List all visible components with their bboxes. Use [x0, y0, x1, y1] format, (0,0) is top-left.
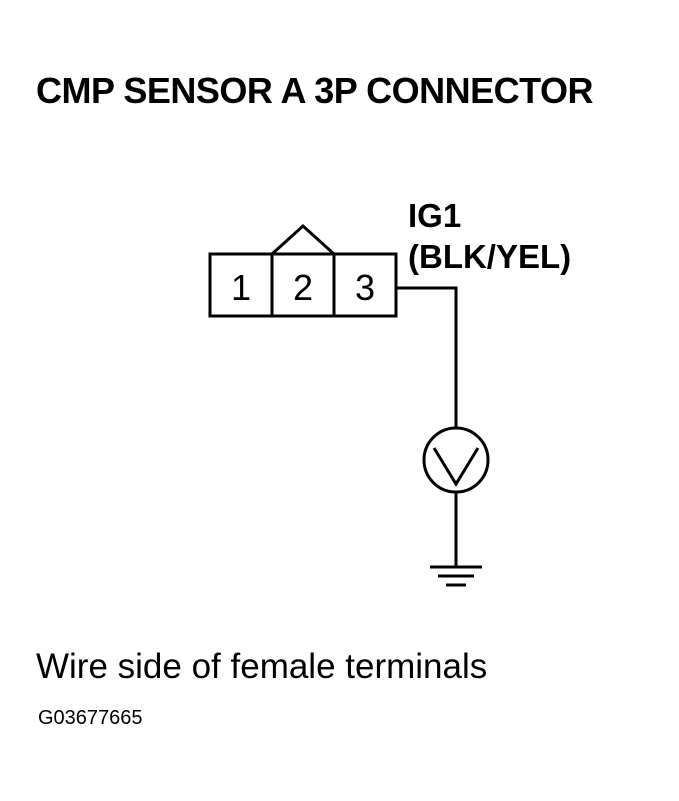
diagram-title: CMP SENSOR A 3P CONNECTOR [36, 70, 593, 111]
pin-1-label: 1 [231, 267, 251, 308]
connector-body [208, 223, 398, 318]
pin-2-label: 2 [293, 267, 313, 308]
caption: Wire side of female terminals [36, 647, 488, 686]
pin-3-label: 3 [355, 267, 375, 308]
wire-signal-label: IG1 [408, 197, 461, 234]
figure-id: G03677665 [38, 707, 143, 729]
locking-tab [270, 223, 336, 256]
ground-icon [430, 565, 482, 587]
wire-color-label: (BLK/YEL) [408, 238, 571, 275]
wire [396, 286, 458, 429]
voltmeter-icon [422, 426, 490, 494]
